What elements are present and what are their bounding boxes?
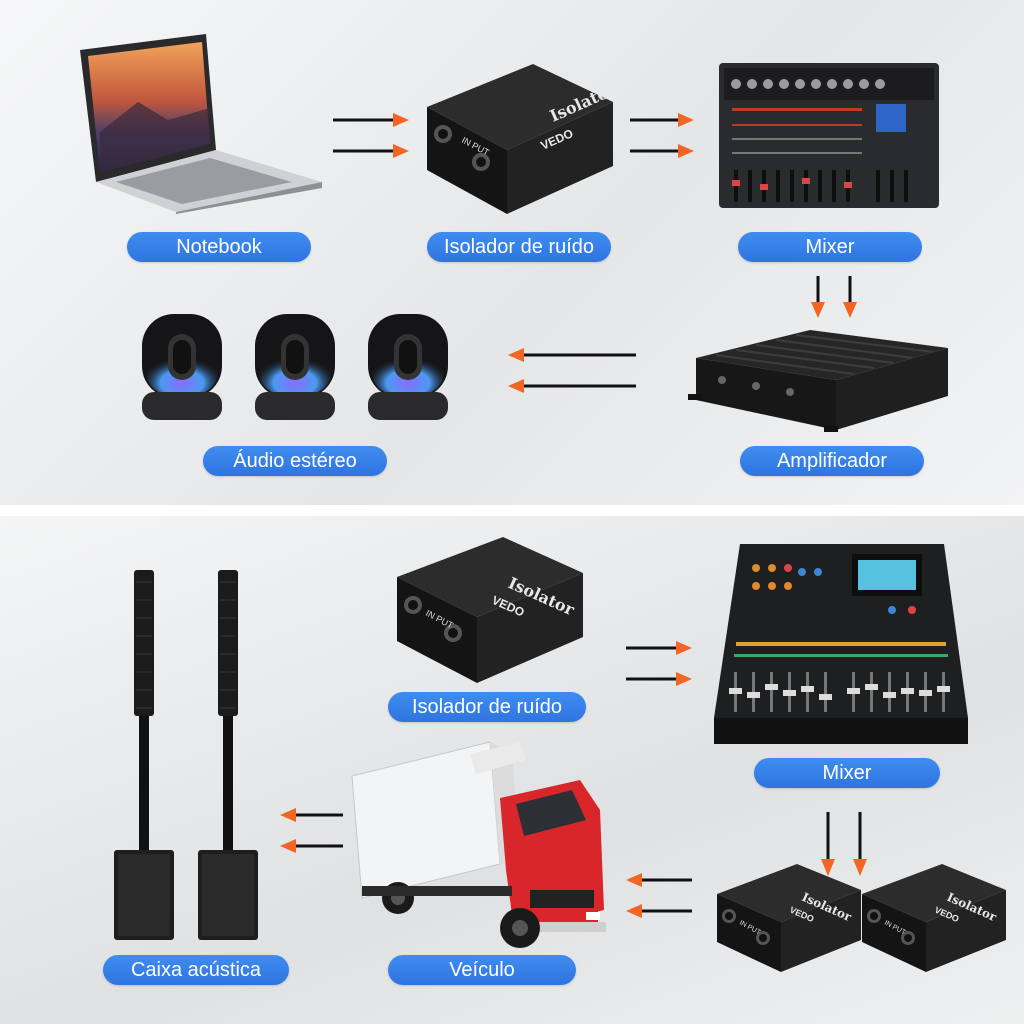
section-divider <box>0 505 1024 516</box>
amplifier-icon <box>688 330 948 432</box>
truck-icon <box>351 741 606 948</box>
isolator-icon-bottom-2: Isolator VEDO IN PUT <box>717 864 861 972</box>
label-amplifier: Amplificador <box>740 446 924 476</box>
column-speaker-icon-1 <box>114 570 174 940</box>
column-speaker-icon-2 <box>198 570 258 940</box>
speaker-icon-1 <box>142 314 222 420</box>
label-isolator-bottom: Isolador de ruído <box>388 692 586 722</box>
label-mixer-bottom: Mixer <box>754 758 940 788</box>
speaker-icon-3 <box>368 314 448 420</box>
label-vehicle: Veículo <box>388 955 576 985</box>
isolator-icon: Isolator VEDO IN PUT <box>427 64 619 214</box>
label-speaker: Caixa acústica <box>103 955 289 985</box>
label-isolator: Isolador de ruído <box>427 232 611 262</box>
mixer-icon <box>719 63 939 208</box>
digital-mixer-icon <box>714 544 968 744</box>
laptop-icon <box>80 34 322 214</box>
speaker-icon-2 <box>255 314 335 420</box>
isolator-icon-bottom: Isolator VEDO IN PUT <box>397 537 583 683</box>
label-stereo-audio: Áudio estéreo <box>203 446 387 476</box>
isolator-icon-bottom-3: Isolator VEDO IN PUT <box>862 864 1006 972</box>
label-notebook: Notebook <box>127 232 311 262</box>
label-mixer: Mixer <box>738 232 922 262</box>
